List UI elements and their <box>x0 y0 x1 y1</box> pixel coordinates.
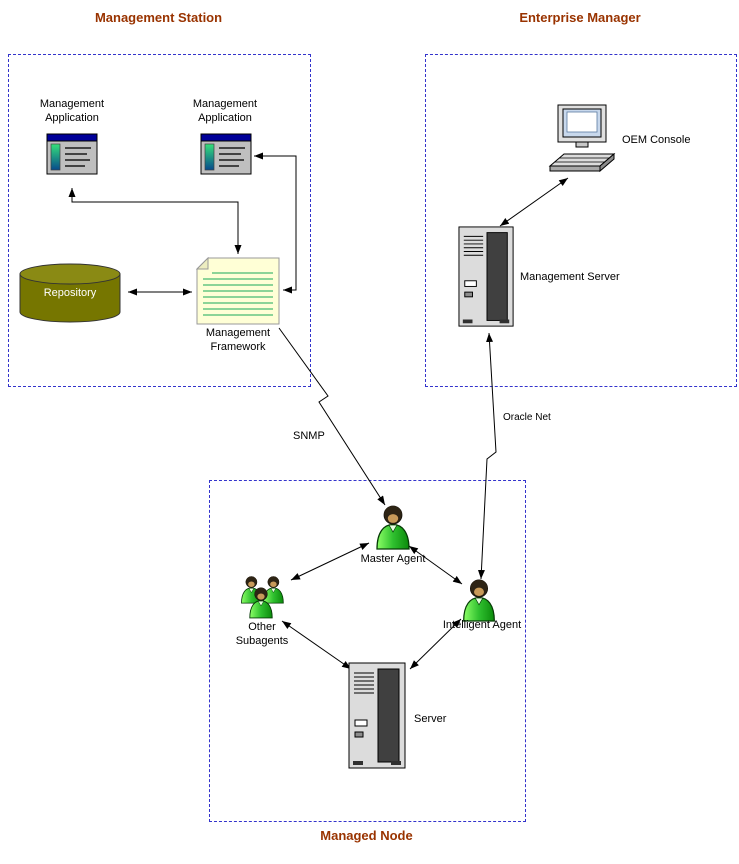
repository-label: Repository <box>43 287 97 299</box>
management-station-title: Management Station <box>94 10 223 25</box>
management-framework-label: Management Framework <box>205 327 271 353</box>
master-agent-label: Master Agent <box>360 553 426 565</box>
management-application-icon <box>46 130 98 178</box>
server-label: Server <box>414 713 447 725</box>
managed-node-box <box>209 480 526 822</box>
managed-node-title: Managed Node <box>320 828 413 843</box>
management-application-label: Management Application <box>192 98 258 124</box>
management-server-icon <box>458 226 516 328</box>
enterprise-manager-title: Enterprise Manager <box>519 10 641 25</box>
management-server-label: Management Server <box>520 271 620 283</box>
oem-console-computer-icon <box>543 104 619 178</box>
enterprise-manager-box <box>425 54 737 387</box>
other-subagents-people-icon <box>237 574 289 620</box>
management-application-label: Management Application <box>39 98 105 124</box>
management-application-icon <box>200 130 252 178</box>
management-station-box <box>8 54 311 387</box>
oracle-net-connection-label: Oracle Net <box>503 412 551 423</box>
intelligent-agent-label: Intelligent Agent <box>442 619 522 631</box>
snmp-connection-label: SNMP <box>293 430 325 442</box>
oem-console-label: OEM Console <box>622 134 691 146</box>
other-subagents-label: Other Subagents <box>235 621 289 647</box>
management-framework-icon <box>196 257 280 325</box>
server-icon <box>348 662 408 770</box>
intelligent-agent-person-icon <box>459 576 499 622</box>
master-agent-person-icon <box>373 502 413 550</box>
